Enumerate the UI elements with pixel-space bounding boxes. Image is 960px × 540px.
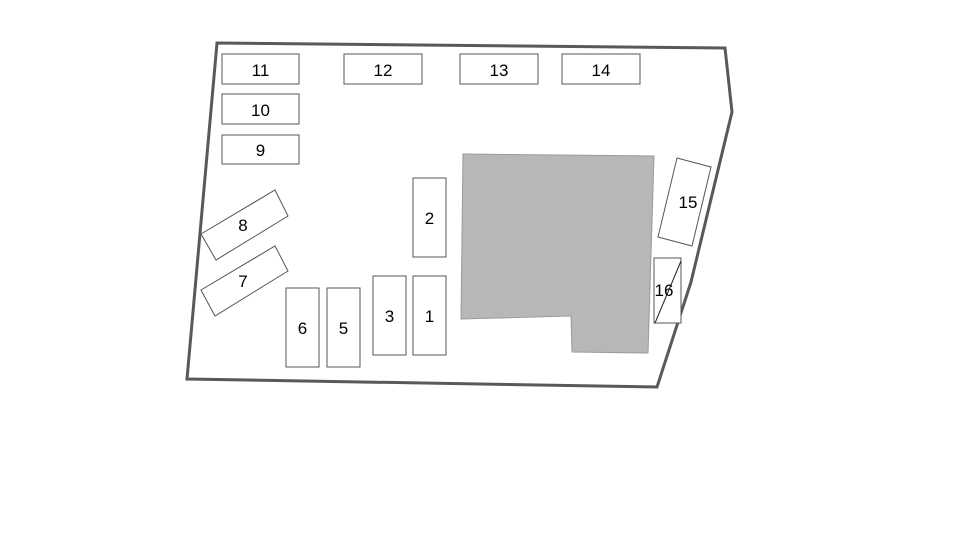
plot-6[interactable]: 6 — [285, 287, 320, 368]
plot-6-label: 6 — [298, 319, 307, 338]
plot-7-label: 7 — [238, 272, 247, 291]
plot-16-label: 16 — [655, 281, 674, 300]
plot-9-label: 9 — [256, 141, 265, 160]
plot-10-box — [221, 93, 300, 125]
plot-9-box — [221, 134, 300, 165]
plot-2[interactable]: 2 — [412, 177, 447, 258]
plot-12-label: 12 — [374, 61, 393, 80]
plot-13-box — [459, 53, 539, 85]
plot-13-label: 13 — [490, 61, 509, 80]
plot-2-box — [412, 177, 447, 258]
plot-5-label: 5 — [339, 319, 348, 338]
plot-8[interactable]: 8 — [200, 189, 289, 261]
plot-16[interactable]: 16 — [653, 257, 682, 324]
plot-1-label: 1 — [425, 307, 434, 326]
plot-3[interactable]: 3 — [372, 275, 407, 356]
plot-3-label: 3 — [385, 307, 394, 326]
plot-11-box — [221, 53, 300, 85]
plot-8-box — [200, 189, 289, 261]
plot-7[interactable]: 7 — [200, 245, 289, 317]
plot-15-label: 15 — [679, 193, 698, 212]
plot-15[interactable]: 15 — [657, 157, 712, 247]
plot-6-box — [285, 287, 320, 368]
plot-16-diagonal — [654, 260, 682, 324]
plot-12[interactable]: 12 — [343, 53, 423, 85]
plot-14-label: 14 — [592, 61, 611, 80]
plot-3-box — [372, 275, 407, 356]
plot-14[interactable]: 14 — [561, 53, 641, 85]
plot-10-label: 10 — [251, 101, 270, 120]
plot-1[interactable]: 1 — [412, 275, 447, 356]
plot-5[interactable]: 5 — [326, 287, 361, 368]
plot-8-label: 8 — [238, 216, 247, 235]
plot-15-box — [657, 157, 712, 247]
plot-16-box — [653, 257, 682, 324]
plot-5-box — [326, 287, 361, 368]
plot-12-box — [343, 53, 423, 85]
plot-14-box — [561, 53, 641, 85]
plot-13[interactable]: 13 — [459, 53, 539, 85]
main-building — [460, 153, 655, 354]
plot-10[interactable]: 10 — [221, 93, 300, 125]
plot-9[interactable]: 9 — [221, 134, 300, 165]
plot-2-label: 2 — [425, 209, 434, 228]
plot-7-box — [200, 245, 289, 317]
plot-11[interactable]: 11 — [221, 53, 300, 85]
plot-11-label: 11 — [252, 61, 270, 80]
plot-1-box — [412, 275, 447, 356]
